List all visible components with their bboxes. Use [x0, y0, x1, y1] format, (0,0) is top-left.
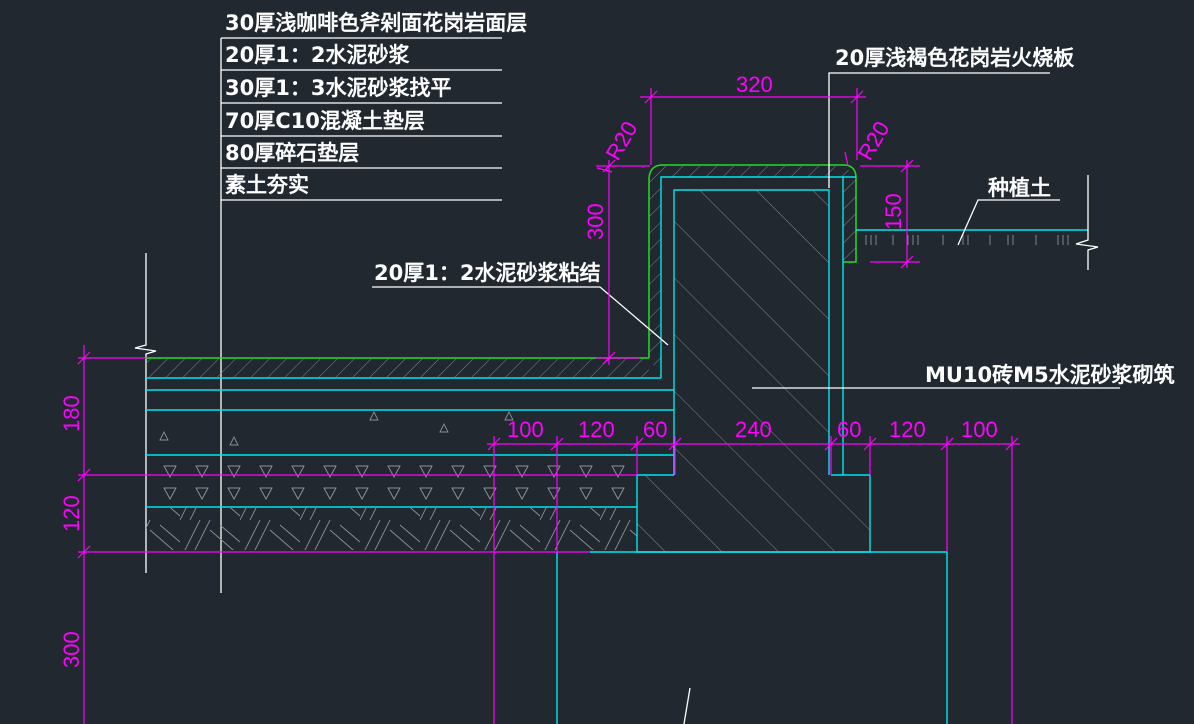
- dim-bottom-120-right: 120: [889, 417, 926, 442]
- dimension-lines: [77, 88, 1020, 724]
- leader-stub: [683, 687, 691, 724]
- dim-120-left: 120: [59, 495, 84, 532]
- dim-bottom-100-right: 100: [961, 417, 998, 442]
- layer-label-2: 20厚1：2水泥砂浆: [225, 43, 410, 67]
- planter-wall: [556, 164, 948, 724]
- dim-bottom-60-right: 60: [837, 417, 861, 442]
- dim-300-left: 300: [59, 631, 84, 668]
- masonry-label: MU10砖M5水泥砂浆砌筑: [925, 363, 1175, 387]
- soil-label: 种植土: [987, 176, 1051, 200]
- layer-label-6: 素土夯实: [225, 173, 309, 197]
- layer-label-5: 80厚碎石垫层: [225, 141, 359, 165]
- layer-label-1: 30厚浅咖啡色斧剁面花岗岩面层: [225, 11, 527, 35]
- planting-soil-ground: [856, 175, 1099, 270]
- dim-bottom-120-left: 120: [578, 417, 615, 442]
- soil-leader: [957, 199, 1060, 246]
- dim-320: 320: [736, 72, 773, 97]
- dim-bottom-60-left: 60: [643, 417, 667, 442]
- dim-300-wall: 300: [583, 203, 608, 240]
- layer-label-3: 30厚1：3水泥砂浆找平: [225, 76, 451, 100]
- dim-bottom-100-left: 100: [507, 417, 544, 442]
- layer-label-4: 70厚C10混凝土垫层: [225, 109, 425, 133]
- bonding-label: 20厚1：2水泥砂浆粘结: [374, 261, 600, 285]
- pavement-layers: [146, 357, 674, 550]
- bonding-leader: [372, 286, 669, 346]
- dim-bottom-240: 240: [735, 417, 772, 442]
- dim-r20-right: R20: [853, 117, 895, 164]
- dim-150: 150: [881, 193, 906, 230]
- coping-leader: [828, 72, 1050, 188]
- coping-label: 20厚浅褐色花岗岩火烧板: [835, 46, 1075, 70]
- dim-r20-left: R20: [601, 117, 643, 164]
- dim-180: 180: [59, 395, 84, 432]
